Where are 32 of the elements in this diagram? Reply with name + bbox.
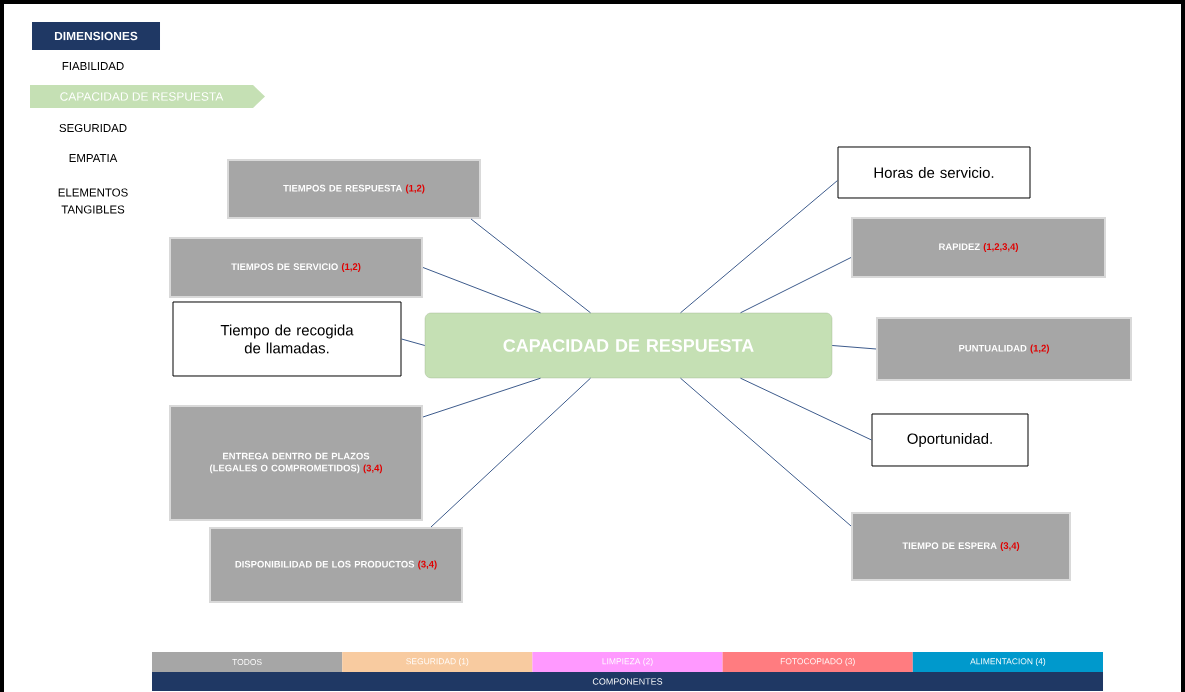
legend-label: ALIMENTACION (4) xyxy=(970,658,1046,666)
header-box: DIMENSIONES xyxy=(32,22,160,50)
dimension-label: ELEMENTOS TANGIBLES xyxy=(58,188,128,214)
note-box: Tiempo de recogida de llamadas. xyxy=(172,301,402,377)
component-box: TIEMPOS DE RESPUESTA (1,2) xyxy=(227,159,481,219)
component-box: PUNTUALIDAD (1,2) xyxy=(876,317,1132,381)
connector-line xyxy=(740,377,872,441)
connector-line xyxy=(422,267,541,314)
central-box: CAPACIDAD DE RESPUESTA xyxy=(424,312,833,379)
connector-line xyxy=(470,218,591,314)
component-box: DISPONIBILIDAD DE LOS PRODUCTOS (3,4) xyxy=(209,527,463,603)
component-box: RAPIDEZ (1,2,3,4) xyxy=(851,217,1106,278)
connector-line xyxy=(430,377,591,528)
connector-line xyxy=(422,377,541,418)
dimension-label: FIABILIDAD xyxy=(62,62,124,70)
note-box: Horas de servicio. xyxy=(837,146,1031,199)
connector-line xyxy=(680,377,852,527)
connector-line xyxy=(740,257,852,314)
dimension-label: EMPATIA xyxy=(69,154,118,162)
legend-label: SEGURIDAD (1) xyxy=(406,658,469,666)
legend-label: LIMPIEZA (2) xyxy=(602,658,653,666)
connector-line xyxy=(680,180,838,314)
highlight-arrow-tab: CAPACIDAD DE RESPUESTA xyxy=(30,85,265,108)
connector-line xyxy=(401,338,426,346)
connector-line xyxy=(831,345,877,350)
component-box: ENTREGA DENTRO DE PLAZOS (LEGALES O COMPROMETIDOS) (3,4) xyxy=(169,405,423,521)
dimension-label: SEGURIDAD xyxy=(59,123,127,133)
component-box: TIEMPOS DE SERVICIO (1,2) xyxy=(169,237,423,298)
note-box: Oportunidad. xyxy=(871,413,1029,467)
component-box: TIEMPO DE ESPERA (3,4) xyxy=(851,512,1071,581)
legend-label: FOTOCOPIADO (3) xyxy=(780,658,855,666)
legend-label: TODOS xyxy=(232,659,262,665)
